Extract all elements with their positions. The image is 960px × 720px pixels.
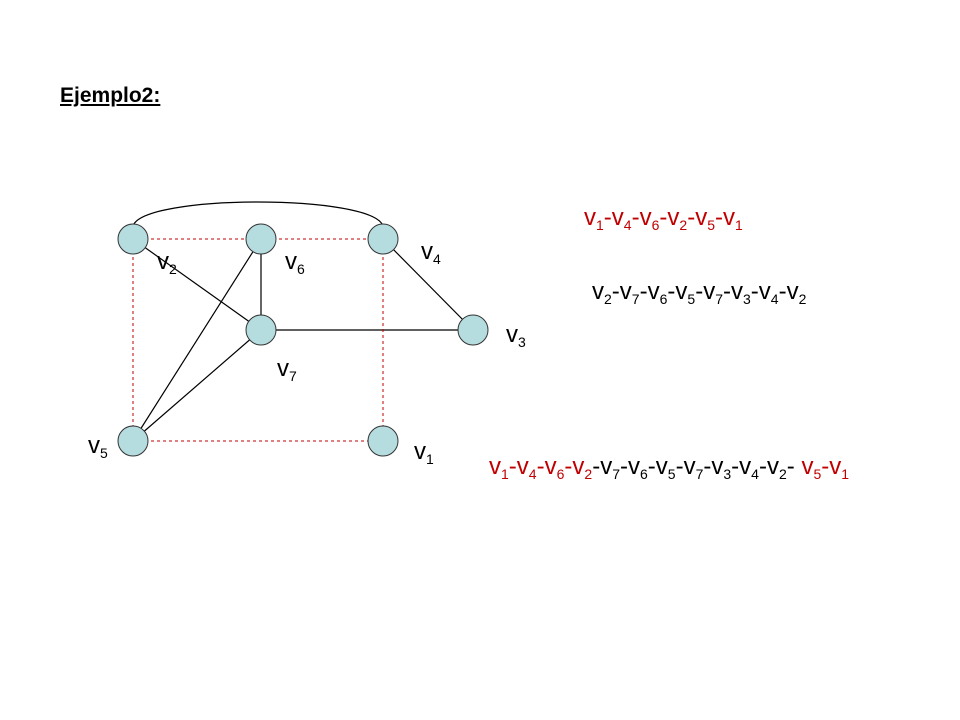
path-cycle-2: v2-v7-v6-v5-v7-v3-v4-v2 xyxy=(592,278,807,307)
node-v7 xyxy=(245,314,277,346)
node-v6 xyxy=(245,223,277,255)
node-label-v4: v4 xyxy=(421,238,441,267)
node-v4 xyxy=(367,223,399,255)
edge-v7-v5 xyxy=(132,329,262,442)
node-v5 xyxy=(117,425,149,457)
path-cycle-1: v1-v4-v6-v2-v5-v1 xyxy=(584,204,743,233)
edge-v2-v7 xyxy=(132,238,262,331)
slide-title: Ejemplo2: xyxy=(60,84,161,107)
edge-v2-v4 xyxy=(132,201,384,227)
node-label-v7: v7 xyxy=(277,355,297,384)
node-label-v2: v2 xyxy=(157,248,177,277)
node-label-v6: v6 xyxy=(285,248,305,277)
path-combined: v1-v4-v6-v2-v7-v6-v5-v7-v3-v4-v2- v5-v1 xyxy=(489,453,850,482)
node-v2 xyxy=(117,223,149,255)
edge-v6-v5 xyxy=(132,238,262,442)
node-v1 xyxy=(367,425,399,457)
node-v3 xyxy=(457,314,489,346)
edge-v4-v3 xyxy=(382,238,474,331)
node-label-v1: v1 xyxy=(414,438,434,467)
node-label-v3: v3 xyxy=(506,321,526,350)
node-label-v5: v5 xyxy=(88,432,108,461)
